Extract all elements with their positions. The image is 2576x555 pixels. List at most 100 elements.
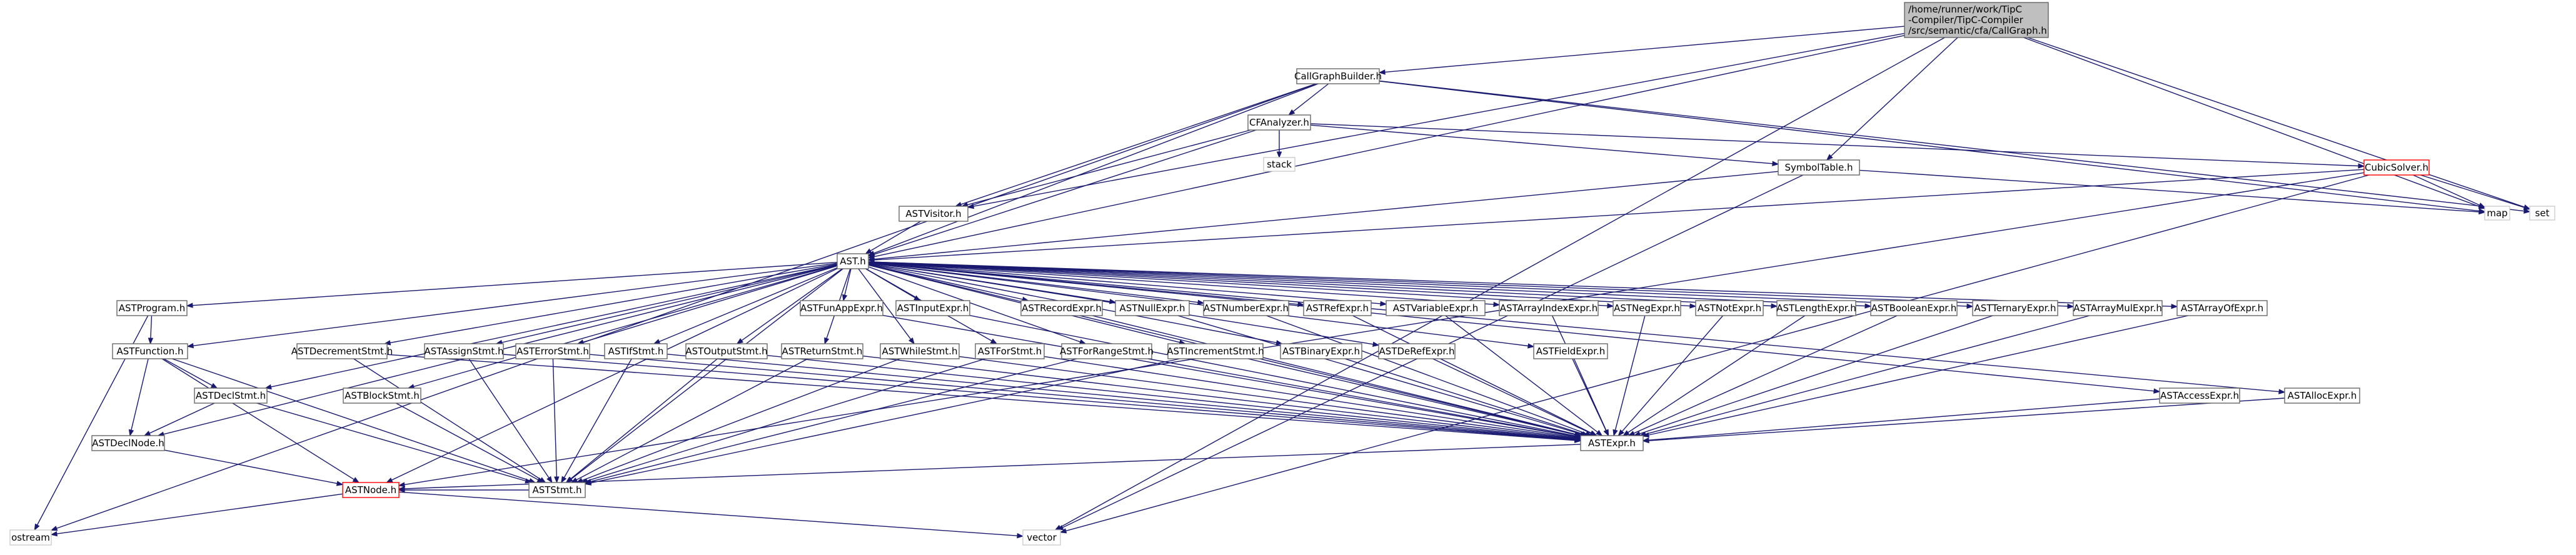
- edge-line: [390, 263, 838, 344]
- node-label: ASTDecrementStmt.h: [291, 346, 393, 357]
- node-label: ASTArrayMulExpr.h: [2073, 302, 2162, 314]
- edge-callgraph-to-map: [2023, 37, 2486, 209]
- edge-line: [56, 83, 1317, 529]
- node-label: ASTInputExpr.h: [897, 302, 969, 314]
- edge-symtab-to-ast: [867, 171, 1779, 262]
- edge-arrowhead: [1109, 299, 1117, 304]
- node-astwhile[interactable]: ASTWhileStmt.h: [880, 343, 960, 359]
- node-astderef[interactable]: ASTDeRefExpr.h: [1378, 343, 1456, 359]
- edge-line: [1830, 37, 1958, 157]
- node-label: ostream: [11, 532, 50, 543]
- node-astexpr[interactable]: ASTExpr.h: [1580, 435, 1644, 451]
- node-astreturn[interactable]: ASTReturnStmt.h: [781, 343, 863, 359]
- edge-line: [149, 402, 215, 434]
- edge-line: [1614, 315, 1646, 431]
- node-asterror[interactable]: ASTErrorStmt.h: [515, 343, 590, 359]
- edge-ast-to-astinput: [865, 268, 921, 301]
- node-astvisitor[interactable]: ASTVisitor.h: [898, 206, 969, 222]
- edge-astincrement-to-aststmt: [584, 358, 1180, 486]
- edge-arrowhead: [1596, 429, 1603, 436]
- node-astassign[interactable]: ASTAssignStmt.h: [424, 343, 504, 359]
- edge-ast-to-astfunapp: [842, 268, 852, 302]
- edge-line: [171, 358, 530, 481]
- node-astfunapp[interactable]: ASTFunAppExpr.h: [800, 300, 883, 316]
- edge-arrowhead: [990, 338, 998, 344]
- edge-cubic-to-set: [2420, 174, 2531, 210]
- edge-arrowhead: [1372, 341, 1380, 347]
- node-astboolean[interactable]: ASTBooleanExpr.h: [1870, 300, 1958, 316]
- node-label: ASTFunAppExpr.h: [800, 302, 883, 314]
- node-label: ASTArrayOfExpr.h: [2181, 302, 2263, 314]
- edge-line: [1092, 315, 1576, 435]
- node-astalloc[interactable]: ASTAllocExpr.h: [2284, 388, 2360, 404]
- node-astarrayof[interactable]: ASTArrayOfExpr.h: [2176, 300, 2268, 316]
- edge-arrowhead: [143, 431, 151, 436]
- node-box: [1061, 343, 1152, 359]
- edge-line: [844, 268, 852, 296]
- edge-arrowhead: [1642, 432, 1650, 438]
- node-astarrayindex[interactable]: ASTArrayIndexExpr.h: [1499, 300, 1599, 316]
- node-astrecord[interactable]: ASTRecordExpr.h: [1020, 300, 1103, 316]
- edge-line: [1379, 80, 2525, 212]
- node-astoutput[interactable]: ASTOutputStmt.h: [685, 343, 768, 359]
- node-astfunction[interactable]: ASTFunction.h: [112, 343, 188, 359]
- node-astnot[interactable]: ASTNotExpr.h: [1695, 300, 1764, 316]
- node-label: ASTBooleanExpr.h: [1871, 302, 1957, 314]
- node-astprogram[interactable]: ASTProgram.h: [116, 300, 188, 316]
- edge-ast-to-astoutput: [736, 268, 843, 344]
- edge-line: [868, 261, 1608, 306]
- edge-astlength-to-astexpr: [1623, 315, 1806, 436]
- node-ast[interactable]: AST.h: [837, 253, 869, 269]
- node-astif[interactable]: ASTIfStmt.h: [604, 343, 668, 359]
- edge-line: [192, 262, 838, 306]
- node-astarraymul[interactable]: ASTArrayMulExpr.h: [2073, 300, 2163, 316]
- node-label: ASTReturnStmt.h: [782, 346, 863, 357]
- node-astneg[interactable]: ASTNegExpr.h: [1613, 300, 1681, 316]
- edge-cfa-to-ast: [867, 129, 1257, 257]
- node-box: [1247, 114, 1311, 131]
- node-astnumber[interactable]: ASTNumberExpr.h: [1203, 300, 1289, 316]
- node-astinput[interactable]: ASTInputExpr.h: [895, 300, 970, 316]
- edge-line: [868, 262, 1494, 305]
- edge-line: [1648, 398, 2160, 441]
- edge-ast-to-astnumber: [868, 262, 1205, 305]
- edge-aststmt-to-astnode: [398, 487, 529, 493]
- node-label: ASTAccessExpr.h: [2160, 390, 2239, 401]
- node-symtab[interactable]: SymbolTable.h: [1778, 159, 1860, 176]
- node-box: [880, 343, 960, 359]
- edge-arrowhead: [546, 476, 553, 484]
- node-label: ASTDeclStmt.h: [196, 390, 266, 401]
- node-astref[interactable]: ASTRefExpr.h: [1303, 300, 1372, 316]
- node-astfor[interactable]: ASTForStmt.h: [975, 343, 1045, 359]
- node-astdeclstmt[interactable]: ASTDeclStmt.h: [194, 388, 268, 404]
- node-aststmt[interactable]: ASTStmt.h: [528, 482, 586, 498]
- edge-line: [1859, 169, 2480, 212]
- node-cfa[interactable]: CFAnalyzer.h: [1247, 114, 1311, 131]
- node-astincrement[interactable]: ASTIncrementStmt.h: [1167, 343, 1264, 359]
- node-astaccess[interactable]: ASTAccessExpr.h: [2159, 388, 2240, 404]
- node-box: [2159, 388, 2240, 404]
- edge-callgraph-to-symtab: [1826, 37, 1958, 161]
- node-box: [342, 482, 400, 498]
- node-astnull[interactable]: ASTNullExpr.h: [1115, 300, 1190, 316]
- node-cgb[interactable]: CallGraphBuilder.h: [1294, 68, 1382, 84]
- node-label: ASTTernaryExpr.h: [1974, 302, 2056, 314]
- node-astbinary[interactable]: ASTBinaryExpr.h: [1280, 343, 1362, 359]
- edge-line: [583, 265, 838, 343]
- node-astlength[interactable]: ASTLengthExpr.h: [1776, 300, 1856, 316]
- node-astdecrement[interactable]: ASTDecrementStmt.h: [291, 343, 393, 359]
- edge-callgraph-to-ast: [867, 35, 1905, 259]
- node-astblock[interactable]: ASTBlockStmt.h: [343, 388, 421, 404]
- node-astforrange[interactable]: ASTForRangeStmt.h: [1060, 343, 1154, 359]
- node-astdeclnode[interactable]: ASTDeclNode.h: [91, 435, 165, 451]
- node-astvariable[interactable]: ASTVariableExpr.h: [1386, 300, 1486, 316]
- node-cubic[interactable]: CubicSolver.h: [2363, 159, 2430, 176]
- node-astnode[interactable]: ASTNode.h: [342, 482, 400, 498]
- edge-ast-to-astboolean: [868, 261, 1872, 309]
- node-astternary[interactable]: ASTTernaryExpr.h: [1972, 300, 2058, 316]
- node-astfield[interactable]: ASTFieldExpr.h: [1533, 343, 1608, 359]
- edge-line: [1379, 81, 2480, 212]
- edge-ast-to-astnot: [868, 261, 1697, 309]
- node-box: [685, 343, 768, 359]
- edge-line: [1177, 315, 1581, 435]
